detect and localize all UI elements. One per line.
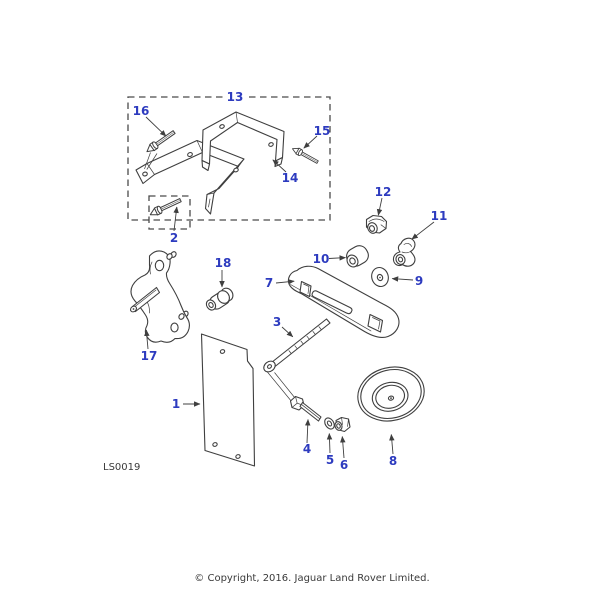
callout-14[interactable]: 14 <box>282 171 299 185</box>
callout-7[interactable]: 7 <box>265 276 273 290</box>
bracket-part-17 <box>129 250 190 343</box>
callout-6[interactable]: 6 <box>340 458 348 472</box>
copyright-text: © Copyright, 2016. Jaguar Land Rover Lim… <box>194 573 429 584</box>
disc-part-8 <box>357 366 425 422</box>
callout-9[interactable]: 9 <box>415 274 423 288</box>
rod-part-3 <box>263 318 331 403</box>
washer-part-9 <box>371 266 389 288</box>
callout-13[interactable]: 13 <box>227 90 244 104</box>
wing-fixing-part-11 <box>392 237 416 267</box>
bracket-part-14 <box>201 111 285 172</box>
washer-part-5 <box>324 417 335 430</box>
callout-18[interactable]: 18 <box>215 256 232 270</box>
kit-boundary-dashed-box <box>127 90 331 230</box>
callout-1[interactable]: 1 <box>172 397 180 411</box>
callout-12[interactable]: 12 <box>375 185 392 199</box>
bracket-part-13 <box>135 139 245 215</box>
callout-8[interactable]: 8 <box>389 454 397 468</box>
callout-5[interactable]: 5 <box>326 453 334 467</box>
arm-part-7 <box>287 265 400 339</box>
bushing-part-10 <box>346 245 369 268</box>
callout-4[interactable]: 4 <box>303 442 311 456</box>
callout-15[interactable]: 15 <box>314 124 331 138</box>
nut-part-12 <box>365 214 388 234</box>
callout-17[interactable]: 17 <box>141 349 158 363</box>
leader-lines <box>144 116 435 459</box>
pin-detail <box>129 286 161 313</box>
screw-part-15 <box>290 145 320 166</box>
screw-part-16 <box>143 128 177 170</box>
callout-labels: 1 2 3 4 5 6 7 8 9 10 11 12 13 14 15 16 1… <box>133 90 448 472</box>
plate-part-1 <box>200 333 256 467</box>
bolt-part-4 <box>289 395 322 422</box>
nut-part-6 <box>334 416 351 433</box>
callout-11[interactable]: 11 <box>431 209 448 223</box>
callout-3[interactable]: 3 <box>273 315 281 329</box>
bushing-part-18 <box>205 287 234 311</box>
callout-2[interactable]: 2 <box>170 231 178 245</box>
callout-10[interactable]: 10 <box>313 252 330 266</box>
callout-16[interactable]: 16 <box>133 104 150 118</box>
figure-code: LS0019 <box>103 462 140 473</box>
